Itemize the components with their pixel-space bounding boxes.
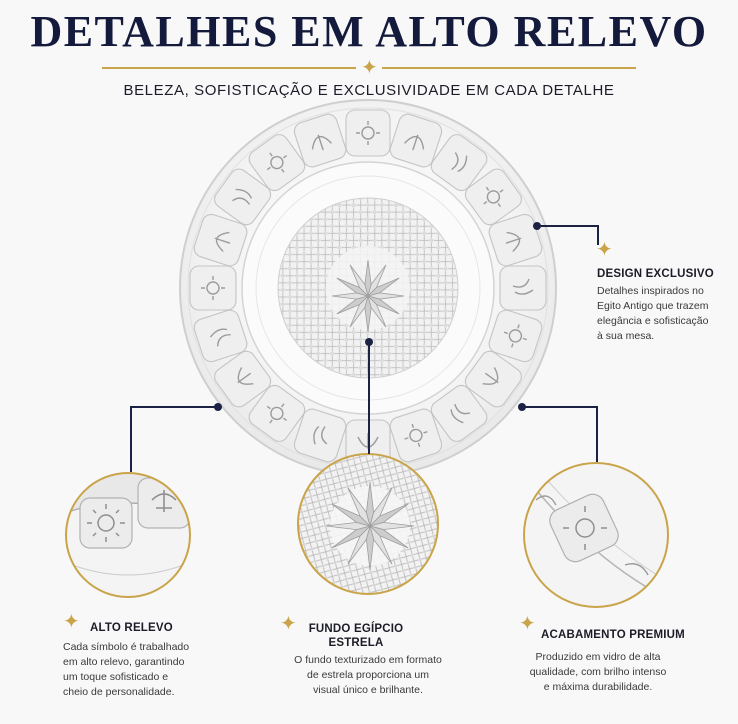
feature-title-acabamento: ACABAMENTO PREMIUM bbox=[541, 629, 685, 641]
rim-cell bbox=[193, 213, 248, 267]
rim-cell bbox=[389, 113, 443, 168]
rim-cell bbox=[488, 309, 543, 363]
rim-cell bbox=[488, 213, 543, 267]
connector-acabamento-v bbox=[596, 406, 598, 462]
connector-design-h bbox=[537, 225, 599, 227]
rim-cell bbox=[499, 265, 547, 311]
rim-cell bbox=[464, 168, 522, 226]
detail-star-icon bbox=[325, 481, 415, 571]
detail-fundo-circle bbox=[297, 453, 439, 595]
feature-title-design: DESIGN EXCLUSIVO bbox=[597, 268, 714, 280]
connector-relevo-v bbox=[130, 406, 132, 472]
page-title: DETALHES EM ALTO RELEVO bbox=[30, 7, 708, 56]
rim-cell bbox=[248, 384, 306, 442]
rim-cell bbox=[345, 109, 391, 157]
rim-cell bbox=[214, 350, 272, 408]
detail-relevo-circle bbox=[65, 472, 191, 598]
sparkle-icon: ✦ bbox=[519, 613, 536, 635]
sparkle-icon: ✦ bbox=[596, 239, 613, 261]
sparkle-icon: ✦ bbox=[361, 57, 378, 79]
rim-cell bbox=[189, 265, 237, 311]
rim-cell bbox=[293, 408, 347, 463]
feature-text-acabamento: Produzido em vidro de alta qualidade, co… bbox=[529, 651, 667, 693]
rim-cell bbox=[464, 350, 522, 408]
connector-acabamento-h bbox=[522, 406, 598, 408]
center-star-icon bbox=[331, 259, 405, 333]
feature-text-design: Detalhes inspirados no Egito Antigo que … bbox=[597, 285, 709, 342]
feature-title-fundo: FUNDO EGÍPCIO ESTRELA bbox=[308, 623, 404, 649]
rim-cell bbox=[214, 168, 272, 226]
title-divider-right bbox=[382, 67, 636, 69]
rim-cell bbox=[430, 384, 488, 442]
rim-cell bbox=[248, 134, 306, 192]
feature-text-relevo: Cada símbolo é trabalhado em alto relevo… bbox=[63, 641, 190, 698]
sparkle-icon: ✦ bbox=[63, 611, 80, 633]
connector-design-v bbox=[597, 225, 599, 245]
rim-cell bbox=[430, 134, 488, 192]
sparkle-icon: ✦ bbox=[280, 613, 297, 635]
rim-cell bbox=[293, 113, 347, 168]
connector-relevo-h bbox=[130, 406, 218, 408]
page-subtitle: BELEZA, SOFISTICAÇÃO E EXCLUSIVIDADE EM … bbox=[123, 82, 615, 99]
detail-acabamento-circle bbox=[523, 462, 669, 608]
rim-cell bbox=[389, 408, 443, 463]
connector-fundo-v bbox=[368, 342, 370, 454]
rim-cell bbox=[193, 309, 248, 363]
feature-text-fundo: O fundo texturizado em formato de estrel… bbox=[294, 654, 442, 696]
feature-title-relevo: ALTO RELEVO bbox=[90, 622, 173, 634]
callout-dot-relevo bbox=[214, 403, 222, 411]
title-divider-left bbox=[102, 67, 356, 69]
